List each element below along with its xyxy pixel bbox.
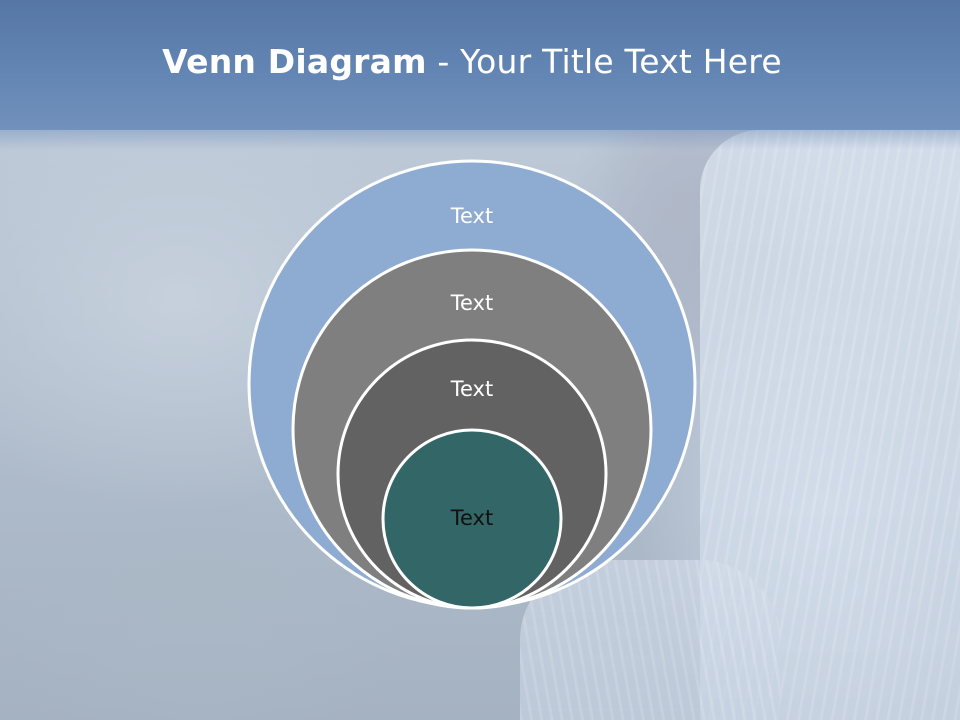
venn-circle-inner[interactable]: [381, 428, 563, 610]
venn-label-outer: Text: [450, 204, 494, 228]
title-bar-fade: [0, 126, 960, 150]
slide-title-bold: Venn Diagram: [162, 42, 427, 81]
slide-title-rest: - Your Title Text Here: [426, 42, 782, 81]
venn-label-second: Text: [450, 291, 494, 315]
slide-title: Venn Diagram - Your Title Text Here: [0, 42, 944, 81]
venn-label-inner: Text: [450, 506, 494, 530]
title-bar: [0, 0, 960, 130]
venn-label-third: Text: [450, 377, 494, 401]
